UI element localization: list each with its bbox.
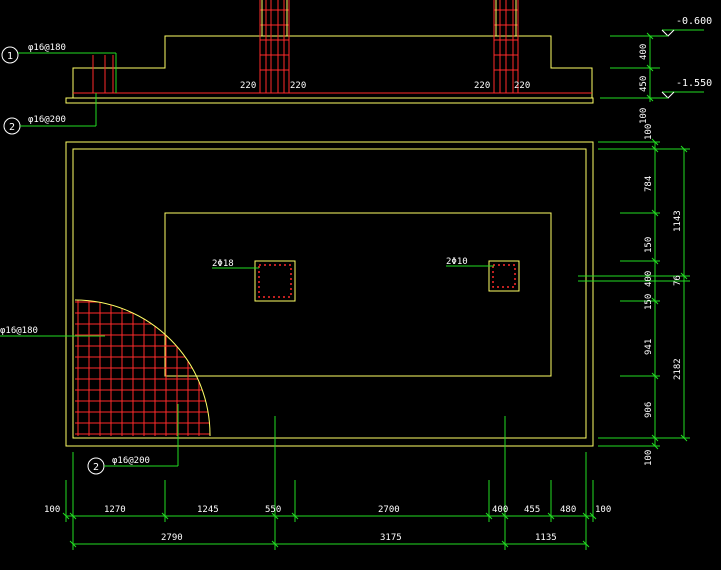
section-dim-1: 220: [240, 81, 256, 91]
elevation-text-1: -0.600: [676, 16, 712, 27]
bottom-dim-5: 2700: [378, 505, 400, 515]
plan-outer-outline: [65, 141, 594, 447]
callout-1-text: φ16@180: [28, 43, 66, 53]
bubble-1-top-text: 1: [7, 51, 13, 62]
bottom-dim-3: 1245: [197, 505, 219, 515]
section-view: 220 220 220 220 1 φ16@180 2 φ16@200 -0.6…: [1, 0, 712, 135]
section-outline: [72, 35, 593, 98]
bottom-total-3: 1135: [535, 533, 557, 543]
bottom-dim-8: 480: [560, 505, 576, 515]
right-dim-4: 400: [644, 271, 654, 287]
bottom-dim-9: 100: [595, 505, 611, 515]
plan-rebar-mesh-boundary: [74, 299, 211, 437]
plan-column-left: [254, 260, 296, 302]
bubble-1-top: [1, 46, 19, 64]
right-dim-2: 784: [644, 176, 654, 192]
plan-inner-outline: [72, 148, 587, 439]
plan-column-left-rebar: [258, 264, 292, 298]
plan-pedestal: [164, 212, 552, 377]
bottom-dim-4: 550: [265, 505, 281, 515]
plan-bar1-text: φ16@180: [0, 326, 38, 336]
section-column-left: [259, 0, 290, 93]
right-total-1: 1143: [673, 210, 683, 232]
section-height-2: 450: [639, 76, 649, 92]
bubble-2-top-text: 2: [9, 122, 15, 133]
col-left-text: 2Φ18: [212, 259, 234, 269]
plan-column-right-rebar: [492, 264, 516, 288]
bottom-dim-7: 455: [524, 505, 540, 515]
bottom-total-2: 3175: [380, 533, 402, 543]
plan-column-right: [488, 260, 520, 292]
section-height-3: 100: [639, 108, 649, 124]
right-total-2: 2182: [673, 358, 683, 380]
right-dim-7: 906: [644, 402, 654, 418]
bottom-dim-1: 100: [44, 505, 60, 515]
section-column-right: [493, 0, 519, 93]
elevation-text-2: -1.550: [676, 78, 712, 89]
section-vertical-dims: [600, 32, 660, 102]
bottom-total-1: 2790: [161, 533, 183, 543]
right-total-3: 76: [673, 275, 683, 286]
bottom-dim-6: 400: [492, 505, 508, 515]
right-dim-6: 941: [644, 339, 654, 355]
right-dim-3: 150: [644, 237, 654, 253]
callout-2-text: φ16@200: [28, 115, 66, 125]
elevation-marker-1: [640, 29, 704, 37]
bubble-2-plan-text: 2: [93, 462, 99, 473]
right-dim-8: 100: [644, 450, 654, 466]
col-right-text: 2Φ10: [446, 257, 468, 267]
bottom-dim-2: 1270: [104, 505, 126, 515]
section-dim-4: 220: [514, 81, 530, 91]
section-height-1: 400: [639, 44, 649, 60]
plan-view: 2Φ18 2Φ10 φ16@180 2 φ16@200: [0, 124, 690, 550]
elevation-marker-2: [640, 91, 704, 99]
plan-bar2-text: φ16@200: [112, 456, 150, 466]
section-dim-2: 220: [290, 81, 306, 91]
plan-bottom-dims: [62, 416, 597, 550]
right-dim-1: 100: [644, 124, 654, 140]
section-blinding: [65, 97, 594, 104]
section-dim-3: 220: [474, 81, 490, 91]
plan-right-dims: [578, 138, 690, 450]
right-dim-5: 150: [644, 294, 654, 310]
